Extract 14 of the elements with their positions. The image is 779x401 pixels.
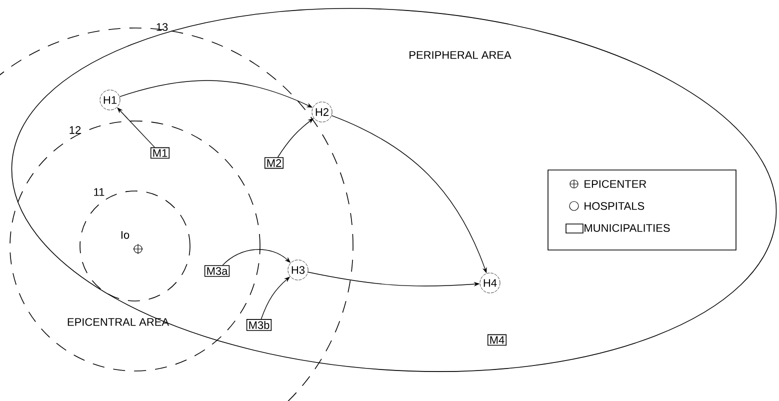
intensity-label: Io — [121, 231, 130, 239]
ring-number: 12 — [70, 126, 81, 134]
municipality-box: M1 — [150, 147, 170, 159]
municipality-box: M3a — [204, 265, 230, 277]
area-label: EPICENTRAL AREA — [68, 318, 169, 326]
municipality-box: M2 — [264, 157, 284, 169]
municipality-box: M4 — [487, 334, 507, 346]
legend-label: MUNICIPALITIES — [584, 224, 670, 232]
ring-number: 13 — [156, 23, 168, 31]
area-label: PERIPHERAL AREA — [410, 51, 512, 59]
legend-label: EPICENTER — [584, 180, 646, 188]
ring-number: 11 — [94, 188, 104, 196]
municipality-box: M3b — [246, 319, 272, 331]
legend-label: HOSPITALS — [584, 202, 644, 210]
